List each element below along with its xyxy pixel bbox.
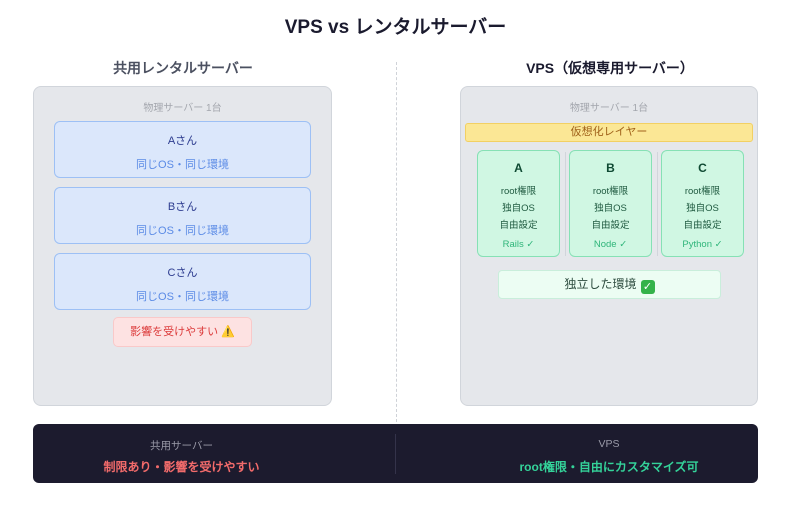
user-desc: 同じOS・同じ環境: [136, 159, 229, 171]
summary-bar: 共用サーバー 制限あり・影響を受けやすい VPS root権限・自由にカスタマイ…: [33, 424, 758, 483]
vm-feature: 自由設定: [499, 220, 538, 231]
center-divider: [396, 62, 397, 422]
vm-app: Node ✓: [593, 239, 628, 250]
summary-divider: [395, 434, 396, 474]
vm-separator: [565, 152, 566, 256]
summary-shared-label: 共用サーバー: [150, 440, 213, 452]
virtualization-layer: 仮想化レイヤー: [465, 123, 753, 142]
vm-app: Python ✓: [682, 239, 723, 250]
vm-name: B: [606, 161, 615, 175]
vps-heading: VPS（仮想専用サーバー）: [526, 60, 694, 76]
vm-feature: root権限: [684, 186, 721, 197]
user-card-b: Bさん同じOS・同じ環境: [54, 187, 311, 244]
summary-vps-value: root権限・自由にカスタマイズ可: [519, 460, 699, 474]
vm-name: A: [514, 161, 523, 175]
user-name: Aさん: [167, 135, 198, 147]
user-card-c: Cさん同じOS・同じ環境: [54, 253, 311, 310]
summary-vps-label: VPS: [598, 438, 620, 450]
independent-text: 独立した環境: [564, 277, 637, 291]
vm-feature: 独自OS: [594, 203, 627, 214]
warning-badge: 影響を受けやすい ⚠️: [113, 317, 252, 347]
check-icon: ✓: [640, 280, 655, 294]
vm-feature: 自由設定: [683, 220, 722, 231]
vm-feature: 独自OS: [686, 203, 719, 214]
user-desc: 同じOS・同じ環境: [136, 225, 229, 237]
physical-server-label: 物理サーバー 1台: [569, 103, 649, 114]
physical-server-label: 物理サーバー 1台: [143, 103, 222, 114]
vm-app: Rails ✓: [502, 239, 535, 250]
vm-feature: root権限: [592, 186, 629, 197]
page-title: VPS vs レンタルサーバー: [284, 17, 507, 38]
vm-separator: [657, 152, 658, 256]
vm-feature: root権限: [500, 186, 537, 197]
summary-shared-value: 制限あり・影響を受けやすい: [103, 460, 260, 474]
warning-text: 影響を受けやすい: [130, 326, 219, 338]
user-name: Bさん: [167, 201, 198, 213]
vm-name: C: [698, 161, 707, 175]
user-desc: 同じOS・同じ環境: [136, 291, 229, 303]
vm-feature: 自由設定: [591, 220, 630, 231]
user-name: Cさん: [167, 267, 198, 279]
vm-feature: 独自OS: [502, 203, 535, 214]
shared-heading: 共用レンタルサーバー: [113, 60, 253, 76]
independent-env-badge: 独立した環境✓: [498, 270, 721, 299]
warning-icon: ⚠️: [221, 326, 235, 338]
user-card-a: Aさん同じOS・同じ環境: [54, 121, 311, 178]
